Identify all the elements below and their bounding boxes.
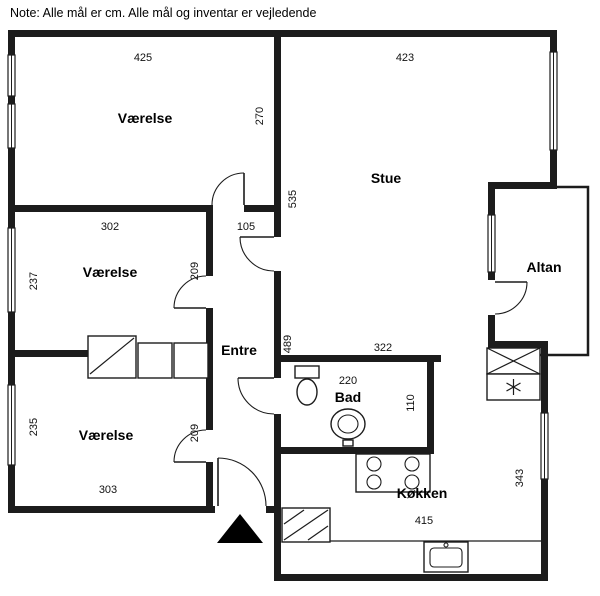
kitchen-sink-icon [423,541,469,573]
wall-segment [244,205,281,212]
wall-segment [274,447,281,581]
bath-sink-icon [330,408,366,447]
dim-bottom-room-height-right: 209 [189,424,201,442]
wall-segment [488,315,495,362]
room-label-bad: Bad [335,389,361,405]
wall-segment [266,506,281,513]
entrance-arrow-icon [217,514,263,543]
closet-door-line [89,337,135,375]
wall-segment [541,479,548,581]
kitchen-fixtures [281,347,541,573]
dim-top-room-height: 270 [254,107,266,125]
wall-segment [274,30,281,237]
doors [173,172,528,507]
closets [87,335,209,379]
wall-segment [427,355,434,454]
dim-stue-height: 535 [287,190,299,208]
dim-top-room-width: 425 [134,52,152,64]
wall-segment [206,205,213,276]
room-label-entre: Entre [221,342,257,358]
dim-bottom-room-width: 303 [99,484,117,496]
appliance-x-icon [486,347,541,375]
closet-small-2 [173,342,209,379]
dim-bad-height: 110 [405,394,417,412]
wall-segment [8,30,557,37]
door-mid-room [173,275,207,309]
wall-segment [488,182,557,189]
windows [7,51,558,480]
wall-segment [8,350,90,357]
dim-stue-width: 423 [396,52,414,64]
bathroom-fixtures [294,365,366,447]
window-top-room-1 [7,54,16,97]
wall-segment [8,465,15,513]
toilet-icon [294,365,320,406]
dim-mid-room-height-left: 237 [28,272,40,290]
wall-segment [8,312,15,385]
window-altan [487,214,496,273]
wall-segment [8,148,15,228]
window-koekken [540,412,549,480]
wall-segment [274,574,548,581]
wall-segment [274,355,441,362]
door-bottom-room [173,429,207,463]
dim-bottom-room-height-left: 235 [28,418,40,436]
dim-stue-bottom-width: 322 [374,342,392,354]
window-mid-room [7,227,16,313]
door-altan [494,281,528,315]
dim-entre-height: 489 [282,335,294,353]
door-bad [237,377,275,415]
dim-mid-room-height-right: 209 [189,262,201,280]
stove-icon [355,453,431,493]
room-label-koekken: Køkken [397,485,448,501]
walls [8,30,557,581]
wall-segment [488,272,495,280]
room-label-vaerelse-top: Værelse [118,110,173,126]
wall-segment [8,205,212,212]
wall-segment [488,182,495,215]
door-stue [239,236,275,272]
room-label-vaerelse-mid: Værelse [83,264,138,280]
wall-segment [550,30,557,52]
wall-segment [550,150,557,189]
window-top-room-2 [7,103,16,149]
note-text: Note: Alle mål er cm. Alle mål og invent… [10,6,316,20]
room-labels: Værelse Stue Værelse Altan Entre Bad Vær… [79,110,562,501]
wall-segment [541,341,548,413]
dimension-labels: 425 423 270 535 302 105 237 209 489 322 … [28,52,526,527]
wall-segment [274,271,281,378]
dim-mid-room-width: 302 [101,221,119,233]
freezer-star-icon [486,373,541,401]
wall-segment [274,447,434,454]
room-label-vaerelse-bottom: Værelse [79,427,134,443]
counter-cabinet-hatched [281,507,331,543]
window-stue-right [549,51,558,151]
door-top-room [211,172,245,206]
wall-segment [206,308,213,430]
wall-segment [488,341,548,348]
dim-bad-width: 220 [339,375,357,387]
room-label-altan: Altan [527,259,562,275]
wall-segment [8,96,15,104]
dim-koekken-width: 415 [415,515,433,527]
room-label-stue: Stue [371,170,402,186]
wall-segment [8,506,215,513]
wall-segment [8,30,15,55]
wall-segment [274,414,281,454]
dim-koekken-height: 343 [514,469,526,487]
window-bottom-room [7,384,16,466]
wall-segment [206,462,213,513]
closet-small-1 [137,342,173,379]
door-entrance [217,457,267,507]
dim-entre-width: 105 [237,221,255,233]
